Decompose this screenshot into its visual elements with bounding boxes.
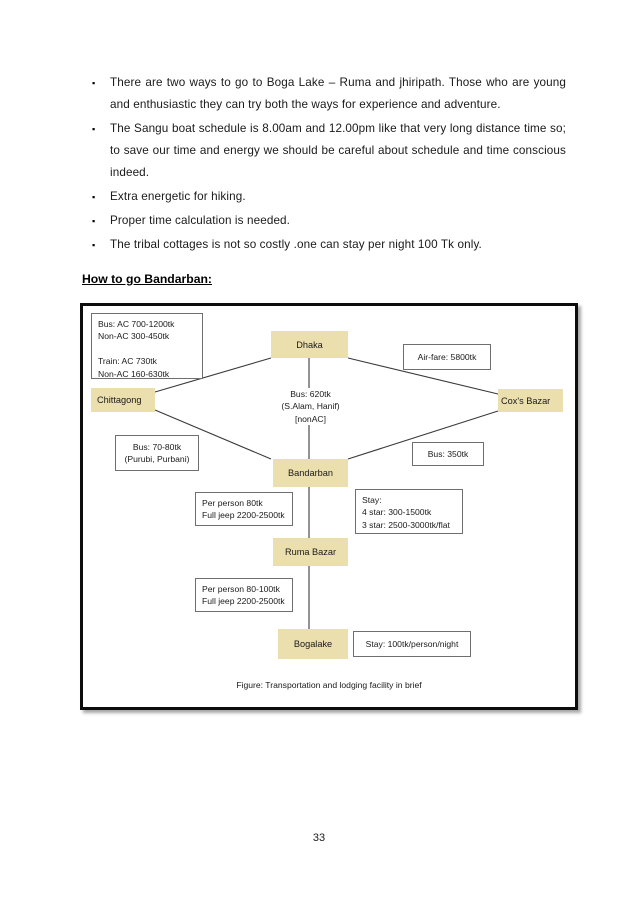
node-bogalake[interactable]: Bogalake [278,629,348,659]
node-bandarban[interactable]: Bandarban [273,459,348,487]
bullet-marker-icon: ▪ [92,124,96,134]
info-dhaka-chittagong-fares: Bus: AC 700-1200tk Non-AC 300-450tk Trai… [91,313,203,379]
bullet-list: ▪ There are two ways to go to Boga Lake … [88,72,566,258]
figure-frame: Dhaka Chittagong Cox's Bazar Bandarban R… [80,303,578,710]
info-coxs-bandarban-bus: Bus: 350tk [412,442,484,466]
page-number: 33 [312,832,326,844]
node-chittagong[interactable]: Chittagong [91,388,155,412]
node-label: Bogalake [293,639,333,649]
node-dhaka[interactable]: Dhaka [271,331,348,358]
info-ruma-bogalake-fare: Per person 80-100tk Full jeep 2200-2500t… [195,578,293,612]
bullet-marker-icon: ▪ [92,192,96,202]
bullet-marker-icon: ▪ [92,78,96,88]
node-coxs-bazar[interactable]: Cox's Bazar [498,389,563,412]
info-dhaka-coxs-airfare: Air-fare: 5800tk [403,344,491,370]
node-label: Chittagong [97,395,142,405]
list-item-text: The tribal cottages is not so costly .on… [110,238,482,251]
node-label: Bandarban [288,468,333,478]
list-item-text: There are two ways to go to Boga Lake – … [110,76,566,111]
node-ruma-bazar[interactable]: Ruma Bazar [273,538,348,566]
list-item: ▪ Extra energetic for hiking. [88,186,566,208]
node-label: Cox's Bazar [501,395,551,406]
info-bandarban-ruma-fare: Per person 80tk Full jeep 2200-2500tk [195,492,293,526]
bullet-marker-icon: ▪ [92,240,96,250]
node-label: Dhaka [296,339,323,350]
list-item: ▪ Proper time calculation is needed. [88,210,566,232]
list-item-text: Proper time calculation is needed. [110,214,291,227]
node-label: Ruma Bazar [284,547,337,557]
list-item-text: The Sangu boat schedule is 8.00am and 12… [110,122,566,179]
info-bogalake-stay: Stay: 100tk/person/night [353,631,471,657]
info-bandarban-stay: Stay: 4 star: 300-1500tk 3 star: 2500-30… [355,489,463,534]
section-heading: How to go Bandarban: [82,272,212,286]
list-item: ▪ The Sangu boat schedule is 8.00am and … [88,118,566,184]
label-dhaka-bandarban-bus: Bus: 620tk (S.Alam, Hanif) [nonAC] [258,388,363,426]
list-item-text: Extra energetic for hiking. [110,190,246,203]
list-item: ▪ There are two ways to go to Boga Lake … [88,72,566,116]
figure-caption: Figure: Transportation and lodging facil… [236,680,422,690]
figure-inner: Dhaka Chittagong Cox's Bazar Bandarban R… [83,306,575,707]
bullet-marker-icon: ▪ [92,216,96,226]
list-item: ▪ The tribal cottages is not so costly .… [88,234,566,256]
info-chittagong-bandarban-bus: Bus: 70-80tk (Purubi, Purbani) [115,435,199,471]
